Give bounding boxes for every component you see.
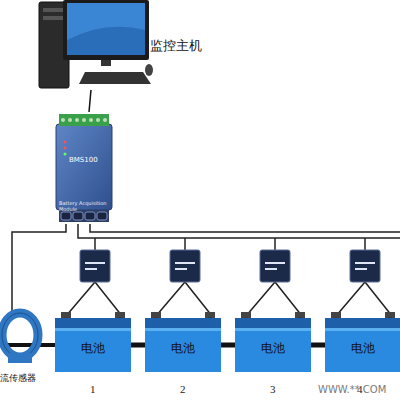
battery-box: 电池 (235, 318, 311, 372)
monitor-host: 监控主机 (35, 0, 155, 90)
node-title: 电池 (55, 340, 131, 357)
battery-box: 电池 (145, 318, 221, 372)
node-subtitle: Battery Acquisition Module (59, 200, 109, 212)
series-bar (221, 343, 235, 348)
node-title: 电池 (325, 340, 400, 357)
callout-number: 2 (180, 383, 186, 395)
battery-box: 电池 (325, 318, 400, 372)
node-title: 监控主机 (150, 37, 202, 55)
current-sensor (2, 313, 38, 363)
node-title: BMS100 (69, 156, 98, 164)
series-bar (311, 343, 325, 348)
comm-cable (89, 90, 91, 112)
callout-number: 1 (90, 383, 96, 395)
battery-box: 电池 (55, 318, 131, 372)
computer-shape (35, 0, 155, 90)
series-bar (131, 343, 145, 348)
acquisition-module: BMS100Battery Acquisition Module (55, 112, 113, 224)
callout-number: 3 (270, 383, 276, 395)
node-title: 电池 (145, 340, 221, 357)
watermark: WWW.**.COM (318, 384, 386, 395)
signal-wires (12, 224, 400, 316)
voltage-modules (80, 250, 380, 282)
sensor-label: 流传感器 (0, 372, 36, 385)
node-title: 电池 (235, 340, 311, 357)
